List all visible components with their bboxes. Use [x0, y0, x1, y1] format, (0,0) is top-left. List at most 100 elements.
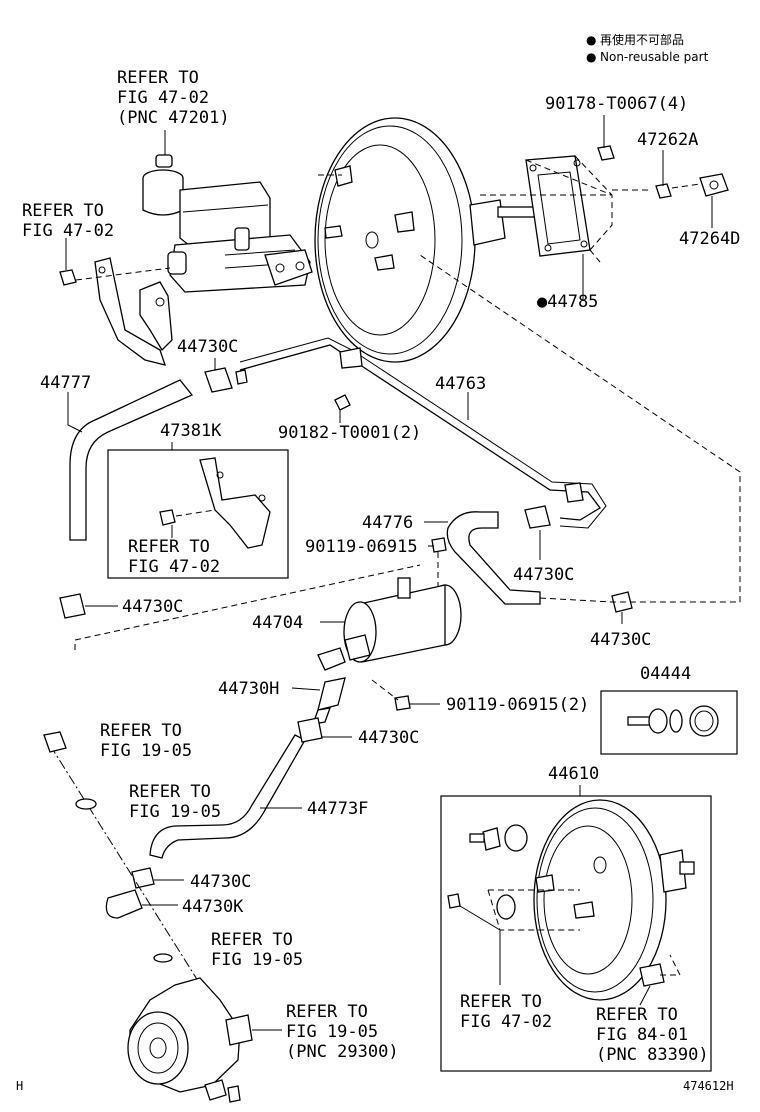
ref-line: FIG 47-02	[117, 88, 209, 108]
part-label-44776: 44776	[362, 513, 413, 533]
inset-44610-box	[440, 795, 712, 1072]
ref-booster-fig4702: REFER TO FIG 47-02	[460, 992, 552, 1032]
ref-booster-fig8401: REFER TO FIG 84-01 (PNC 83390)	[596, 1005, 709, 1065]
union-bolt-drawing	[43, 731, 67, 753]
ref-line: REFER TO	[22, 201, 104, 221]
legend-jp: 再使用不可部品	[600, 32, 684, 47]
gasket-small-drawing	[75, 798, 97, 810]
ref-line: REFER TO	[460, 992, 542, 1012]
ref-line: (PNC 29300)	[286, 1042, 399, 1062]
part-label-44730c-far-right: 44730C	[590, 630, 651, 650]
part-label-44730k: 44730K	[182, 897, 244, 917]
part-label-90119-double: 90119-06915(2)	[446, 695, 589, 715]
part-label-44730c-mid: 44730C	[358, 728, 419, 748]
part-label-44610: 44610	[548, 764, 599, 784]
clip-mid-drawing	[297, 717, 323, 743]
ref-master-cylinder: REFER TO FIG 47-02 (PNC 47201)	[117, 68, 230, 128]
ref-line: REFER TO	[117, 68, 199, 88]
part-label-44785: ●44785	[537, 292, 598, 312]
clip-low-drawing	[131, 867, 155, 889]
guide-line	[74, 564, 421, 650]
footer-left: H	[16, 1079, 23, 1093]
part-label-47262a: 47262A	[637, 130, 698, 150]
ref-line: REFER TO	[100, 721, 182, 741]
clip-right-drawing	[524, 505, 551, 529]
bracket-47381k-drawing	[159, 457, 271, 549]
hose-44777-drawing	[69, 379, 194, 541]
leader-line	[459, 905, 501, 985]
part-label-44730c-low: 44730C	[190, 872, 251, 892]
ref-line: FIG 84-01	[596, 1025, 688, 1045]
ref-line: FIG 19-05	[286, 1022, 378, 1042]
bolt-left-drawing	[59, 269, 77, 286]
part-label-44730c-top: 44730C	[177, 337, 238, 357]
vacuum-pump-drawing	[127, 977, 253, 1103]
repair-kit-drawing	[627, 705, 719, 737]
ref-line: FIG 47-02	[460, 1012, 552, 1032]
part-label-44773f: 44773F	[307, 799, 368, 819]
legend: ● 再使用不可部品 ● Non-reusable part	[586, 32, 709, 64]
brake-booster-drawing	[314, 117, 539, 363]
leader-line	[639, 985, 651, 1006]
part-label-44777: 44777	[40, 373, 91, 393]
ref-line: FIG 19-05	[211, 950, 303, 970]
vacuum-tank-drawing	[317, 577, 462, 671]
clamp-90182-drawing	[334, 394, 351, 411]
union-44730k-drawing	[105, 889, 143, 919]
ref-fig1905-b: REFER TO FIG 19-05	[129, 782, 221, 822]
ref-line: REFER TO	[286, 1002, 368, 1022]
ref-line: FIG 19-05	[100, 741, 192, 761]
legend-en: Non-reusable part	[600, 50, 709, 64]
inset-04444-box	[600, 690, 738, 755]
ref-line: REFER TO	[128, 537, 210, 557]
legend-marker: ●	[586, 33, 596, 47]
part-label-44730h: 44730H	[218, 679, 279, 699]
hose-44773f-drawing	[149, 734, 306, 859]
part-label-44730c-right: 44730C	[513, 565, 574, 585]
leader-lines	[65, 115, 713, 906]
part-label-90178: 90178-T0067(4)	[545, 94, 688, 114]
ref-line: (PNC 83390)	[596, 1045, 709, 1065]
part-label-44730c-left: 44730C	[122, 597, 183, 617]
ref-line: FIG 19-05	[129, 802, 221, 822]
bolt-double-drawing	[394, 695, 411, 711]
ref-line: REFER TO	[129, 782, 211, 802]
part-label-90182: 90182-T0001(2)	[278, 423, 421, 443]
ref-line: FIG 47-02	[22, 221, 114, 241]
part-label-90119: 90119-06915	[305, 537, 418, 557]
legend-marker-2: ●	[586, 50, 596, 64]
ref-line: FIG 47-02	[128, 557, 220, 577]
booster-assy-drawing	[447, 799, 695, 1001]
nut-drawing	[597, 145, 729, 199]
guide-line-right	[419, 254, 741, 603]
axis-line	[49, 744, 211, 1001]
valve-44730h-drawing	[312, 677, 346, 725]
gasket-lower-drawing	[153, 953, 173, 963]
bolt-single-drawing	[431, 537, 447, 553]
clip-top-drawing	[204, 367, 248, 393]
hose-44776-drawing	[446, 511, 541, 605]
gasket-drawing	[480, 155, 613, 263]
part-label-44704: 44704	[252, 613, 303, 633]
part-label-47381k: 47381K	[160, 421, 222, 441]
part-label-04444: 04444	[640, 664, 691, 684]
master-cylinder-drawing	[142, 154, 313, 293]
clip-left-drawing	[59, 593, 86, 619]
part-label-47264d: 47264D	[679, 229, 740, 249]
ref-line: (PNC 47201)	[117, 108, 230, 128]
ref-bracket: REFER TO FIG 47-02	[22, 201, 114, 241]
inset-47381k-box	[107, 449, 289, 579]
ref-line: REFER TO	[211, 930, 293, 950]
ref-fig1905-a: REFER TO FIG 19-05	[100, 721, 192, 761]
ref-pump: REFER TO FIG 19-05 (PNC 29300)	[286, 1002, 399, 1062]
footer-figure-number: 474612H	[683, 1079, 734, 1093]
bracket-drawing	[94, 257, 173, 366]
ref-line: REFER TO	[596, 1005, 678, 1025]
vacuum-pipe-drawing	[239, 337, 607, 529]
ref-fig1905-c: REFER TO FIG 19-05	[211, 930, 303, 970]
part-label-44763: 44763	[435, 374, 486, 394]
ref-inset-47381k: REFER TO FIG 47-02	[128, 537, 220, 577]
guide-line	[75, 267, 171, 281]
guide-line	[371, 679, 399, 701]
